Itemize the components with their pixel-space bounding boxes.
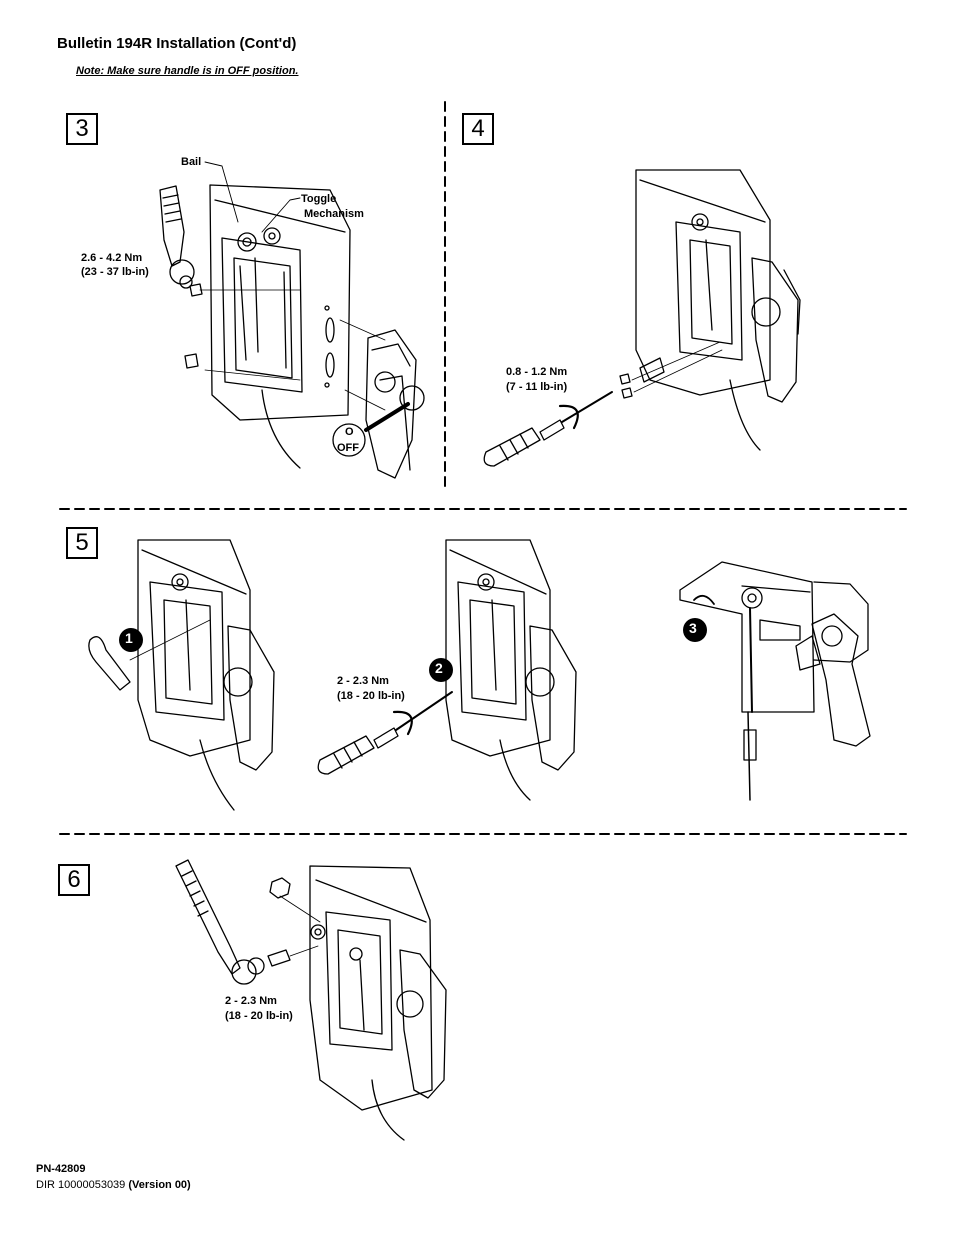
- step3-torque-lbin: (23 - 37 lb-in): [81, 266, 149, 278]
- callout-3-label: 3: [689, 620, 697, 636]
- toggle-label-line2: Mechanism: [304, 208, 364, 220]
- step3-torque-nm: 2.6 - 4.2 Nm: [81, 252, 143, 264]
- step3-drawing: [159, 161, 425, 479]
- off-text-label: OFF: [337, 442, 359, 454]
- callout-circle-1: [119, 628, 143, 652]
- step5-drawing-c: [679, 561, 871, 801]
- callout-circle-3: [683, 618, 707, 642]
- step5-drawing-a: [88, 539, 275, 811]
- step6-torque-nm: 2 - 2.3 Nm: [225, 995, 277, 1007]
- callout-1-label: 1: [125, 630, 133, 646]
- step5-torque-nm: 2 - 2.3 Nm: [337, 675, 389, 687]
- step4-torque-lbin: (7 - 11 lb-in): [506, 381, 568, 393]
- toggle-label-line1: Toggle: [301, 193, 337, 205]
- document-id: DIR 10000053039 (Version 00): [36, 1179, 191, 1191]
- version-label: (Version 00): [128, 1179, 191, 1191]
- step-6-number: 6: [58, 864, 90, 896]
- callout-2-label: 2: [435, 660, 443, 676]
- step5-torque-lbin: (18 - 20 lb-in): [337, 690, 405, 702]
- step6-drawing: [175, 859, 447, 1141]
- dir-number: DIR 10000053039: [36, 1179, 129, 1191]
- step4-drawing: [483, 169, 801, 467]
- step-5-number: 5: [66, 527, 98, 559]
- part-number: PN-42809: [36, 1163, 86, 1175]
- step4-torque-nm: 0.8 - 1.2 Nm: [506, 366, 568, 378]
- step5-drawing-b: [317, 539, 577, 801]
- installation-note: Note: Make sure handle is in OFF positio…: [76, 65, 299, 77]
- step-3-number: 3: [66, 113, 98, 145]
- bail-label: Bail: [181, 156, 202, 168]
- callout-circle-2: [429, 658, 453, 682]
- page-title: Bulletin 194R Installation (Cont'd): [57, 35, 297, 52]
- step-4-number: 4: [462, 113, 494, 145]
- step6-torque-lbin: (18 - 20 lb-in): [225, 1010, 293, 1022]
- off-symbol-label: O: [345, 426, 354, 438]
